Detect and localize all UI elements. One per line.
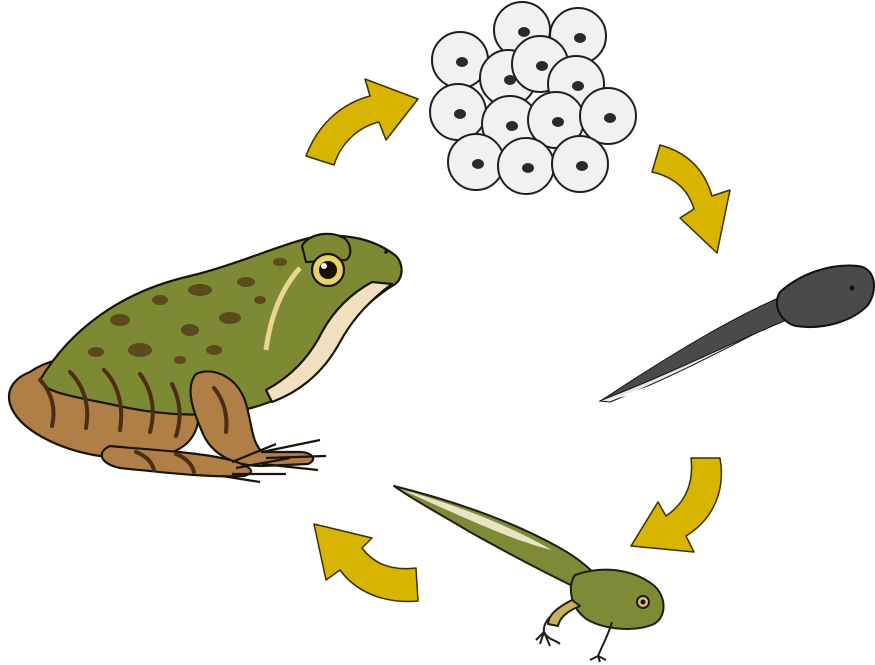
frog-spot (110, 314, 130, 326)
tadpole-eye (850, 286, 855, 291)
frog-spot (254, 296, 266, 304)
frog-spot (219, 312, 241, 324)
egg-embryo (536, 61, 548, 71)
egg-embryo (522, 163, 534, 173)
egg-embryo (576, 161, 588, 171)
frog-spot (188, 284, 212, 296)
frog-spot (181, 324, 199, 336)
frog-spot (128, 343, 152, 357)
egg-embryo (506, 121, 518, 131)
egg-embryo (456, 57, 468, 67)
egg-embryo (518, 27, 530, 37)
egg-embryo (604, 113, 616, 123)
egg-embryo (552, 117, 564, 127)
frog-spot (174, 356, 186, 364)
frog-spot (273, 258, 287, 266)
frog-spot (206, 345, 222, 355)
egg-embryo (572, 81, 584, 91)
egg-embryo (574, 33, 586, 43)
frog-spot (88, 347, 104, 357)
frog-spot (237, 277, 255, 287)
frog-spot (152, 295, 168, 305)
egg-embryo (454, 109, 466, 119)
egg-embryo (472, 159, 484, 169)
